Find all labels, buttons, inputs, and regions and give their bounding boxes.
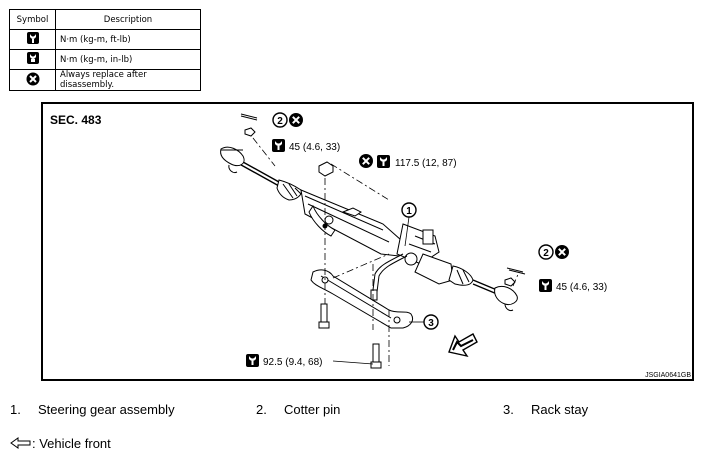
svg-text:45 (4.6, 33): 45 (4.6, 33) (289, 142, 340, 153)
svg-text:92.5 (9.4, 68): 92.5 (9.4, 68) (263, 357, 322, 368)
callout-2-right: 2 (538, 244, 570, 260)
diagram-frame: SEC. 483 (41, 102, 694, 381)
description-header: Description (55, 9, 201, 30)
replace-x-icon (9, 69, 56, 91)
torque-wrench-fine-icon (9, 49, 56, 70)
symbol-row: N·m (kg-m, ft-lb) (9, 29, 201, 50)
legend-label: Rack stay (531, 402, 589, 417)
svg-text:45 (4.6, 33): 45 (4.6, 33) (556, 282, 607, 293)
symbol-row: Always replace after disassembly. (9, 69, 201, 91)
symbol-description: Always replace after disassembly. (55, 69, 201, 91)
symbol-table-header: Symbol Description (9, 9, 201, 30)
svg-text:2: 2 (543, 248, 549, 259)
callout-2-left: 2 (272, 112, 304, 128)
legend-item: 2.Cotter pin (256, 402, 341, 417)
torque-label-mount: 117.5 (12, 87) (358, 153, 457, 169)
svg-text:117.5 (12, 87): 117.5 (12, 87) (395, 158, 457, 169)
bolts (318, 303, 382, 369)
legend-item: 1.Steering gear assembly (10, 402, 175, 417)
symbol-table: Symbol Description N·m (kg-m, ft-lb) N·m… (9, 9, 201, 91)
symbol-description: N·m (kg-m, ft-lb) (55, 29, 201, 50)
vehicle-front-arrow (448, 333, 478, 358)
callout-1: 1 (401, 202, 417, 247)
legend-label: Cotter pin (284, 402, 341, 417)
steering-gear-drawing (220, 113, 526, 311)
torque-label-right: 45 (4.6, 33) (539, 279, 607, 293)
callout-3: 3 (409, 314, 439, 330)
symbol-header: Symbol (9, 9, 56, 30)
legend-item: 3.Rack stay (503, 402, 589, 417)
vehicle-front-icon (10, 437, 31, 449)
section-title: SEC. 483 (50, 113, 102, 127)
torque-wrench-icon (9, 29, 56, 50)
svg-text:1: 1 (406, 206, 412, 217)
symbol-row: N·m (kg-m, in-lb) (9, 49, 201, 70)
symbol-description: N·m (kg-m, in-lb) (55, 49, 201, 70)
legend-label: Steering gear assembly (38, 402, 175, 417)
vehicle-front-note: : Vehicle front (10, 436, 111, 451)
svg-text:3: 3 (428, 318, 434, 329)
torque-label-stay: 92.5 (9.4, 68) (246, 354, 374, 368)
figure-code: JSGIA0641GB (645, 372, 691, 379)
torque-label-left: 45 (4.6, 33) (272, 139, 340, 153)
svg-text:2: 2 (277, 116, 283, 127)
guide-lines (252, 137, 520, 366)
